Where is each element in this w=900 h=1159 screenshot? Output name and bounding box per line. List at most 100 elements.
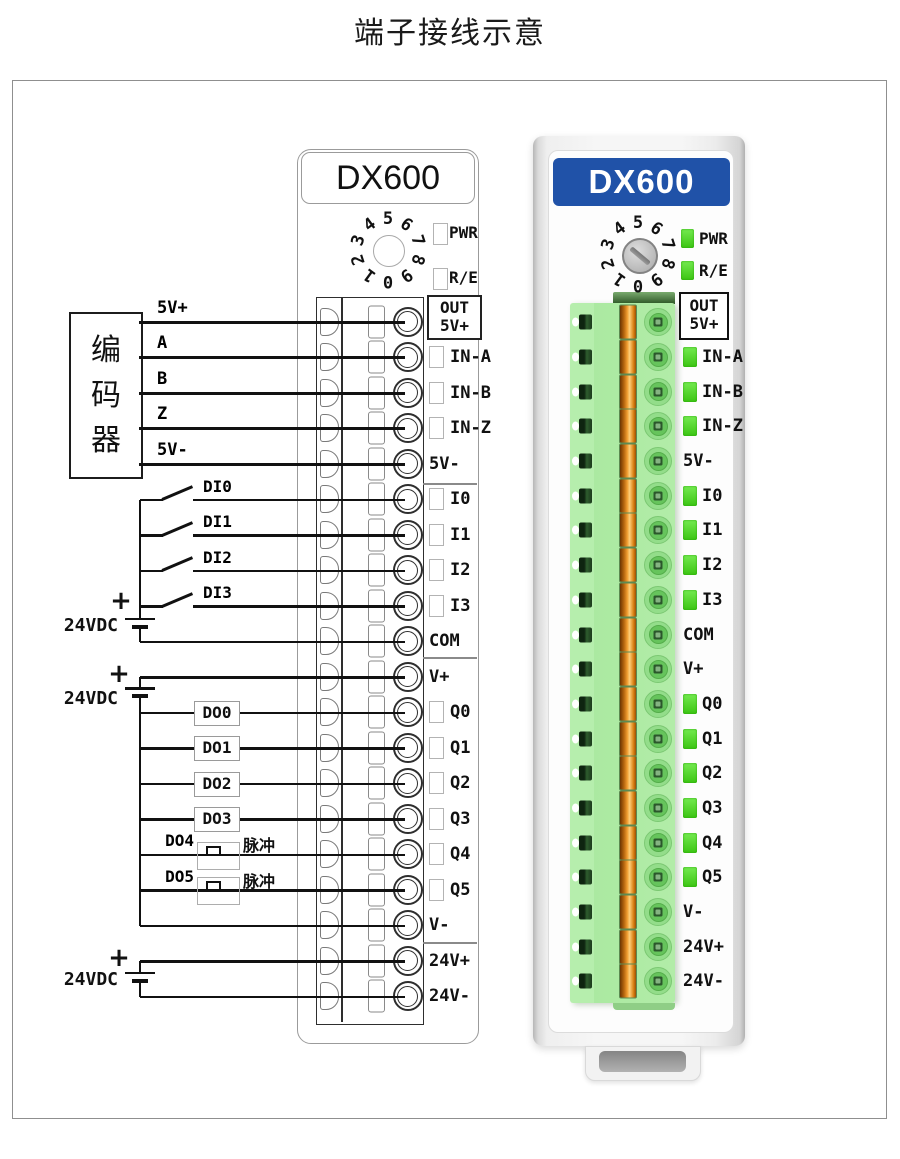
wire-dot-icon	[572, 976, 579, 986]
out-5v-line1: OUT	[440, 298, 469, 317]
terminal-row	[570, 582, 675, 618]
channel-led-indicator	[429, 488, 444, 511]
terminal-label-row: I3	[680, 583, 750, 618]
schematic-module-title: DX600	[301, 152, 475, 204]
screw-terminal	[644, 308, 672, 337]
pulse-note: 脉冲	[243, 874, 276, 891]
pulse-output-label: DO5	[165, 867, 194, 886]
rotary-digit: 5	[382, 209, 394, 229]
out-5v-line2: 5V+	[689, 314, 719, 333]
wire-segment	[193, 605, 405, 608]
terminal-label-row: I1	[427, 517, 477, 553]
screw-terminal	[644, 967, 672, 996]
copper-contact	[619, 825, 637, 861]
encoder-signal-label: Z	[157, 404, 168, 424]
wire-entry-hole	[579, 731, 592, 747]
terminal-label: I3	[450, 595, 471, 616]
wire-entry-hole	[579, 453, 592, 469]
rotary-switch-knob	[622, 238, 658, 274]
terminal-label-row: IN-A	[427, 340, 491, 376]
wire-dot-icon	[572, 872, 579, 882]
terminal-row	[570, 721, 675, 757]
copper-contact	[619, 721, 637, 757]
terminal-label: 24V-	[429, 986, 470, 1007]
rotary-digit: 0	[632, 275, 644, 295]
load-box: DO0	[194, 700, 240, 726]
screw-terminal	[644, 343, 672, 372]
encoder-signal-label: 5V+	[157, 298, 188, 318]
wire-entry-hole	[579, 627, 592, 643]
terminal-row	[570, 755, 675, 791]
din-rail-slot	[599, 1051, 686, 1072]
wire-bus	[138, 499, 142, 619]
terminal-label: IN-Z	[450, 418, 491, 439]
wire-entry-hole	[579, 800, 592, 816]
screw-slot-icon	[653, 491, 663, 501]
rotary-switch-knob	[373, 235, 405, 267]
encoder-box: 编码器	[69, 312, 143, 479]
screw-slot-icon	[653, 872, 663, 882]
channel-led-indicator	[429, 523, 444, 546]
terminal-label: IN-A	[702, 347, 743, 368]
wire-entry-hole	[579, 592, 592, 608]
wire-segment	[140, 711, 405, 714]
screw-slot-icon	[653, 942, 663, 952]
battery-short-plate	[132, 978, 148, 983]
terminal-row	[570, 374, 675, 410]
terminal-row	[570, 929, 675, 965]
terminal-label-row: COM	[427, 624, 477, 660]
terminal-block-rows	[570, 304, 675, 999]
screw-slot-icon	[653, 387, 663, 397]
terminal-label-row: Q3	[680, 791, 750, 826]
terminal-label: IN-Z	[702, 416, 743, 437]
supply-label: 24VDC	[63, 969, 118, 990]
terminal-label: V+	[429, 666, 450, 687]
screw-slot-icon	[653, 317, 663, 327]
terminal-label: Q0	[702, 693, 723, 714]
channel-led-indicator	[683, 832, 697, 853]
terminal-row	[570, 339, 675, 375]
terminal-label: Q2	[450, 773, 471, 794]
screw-slot-icon	[653, 560, 663, 570]
terminal-label-row: Q4	[427, 837, 477, 873]
wire-segment	[139, 356, 405, 359]
copper-contact	[619, 582, 637, 618]
channel-led-indicator	[683, 797, 697, 818]
re-led-label: R/E	[699, 261, 728, 280]
encoder-signal-label: A	[157, 333, 168, 353]
out-5v-box: OUT 5V+	[679, 292, 729, 340]
screw-terminal-icon	[392, 377, 423, 408]
screw-terminal	[644, 447, 672, 476]
pulse-note: 脉冲	[243, 838, 276, 855]
wire-dot-icon	[572, 907, 579, 917]
battery-short-plate	[132, 694, 148, 698]
terminal-label: Q3	[702, 797, 723, 818]
wire-bus	[138, 961, 142, 972]
wire-entry-hole	[579, 869, 592, 885]
photo-module-title: DX600	[553, 158, 730, 206]
wire-segment	[139, 463, 405, 466]
terminal-label-row: I2	[427, 553, 477, 589]
terminal-label-row: Q5	[680, 860, 750, 895]
terminal-label-row: I0	[427, 482, 477, 518]
rotary-digit: 5	[632, 213, 644, 233]
channel-led-indicator	[429, 878, 444, 901]
screw-terminal	[644, 377, 672, 406]
channel-led-indicator	[429, 559, 444, 582]
screw-terminal	[644, 932, 672, 961]
copper-contact	[619, 408, 637, 444]
supply-label: 24VDC	[63, 615, 118, 636]
terminal-label-row: IN-Z	[427, 411, 491, 447]
out-5v-box: OUT 5V+	[427, 295, 482, 340]
wire-segment	[140, 747, 405, 750]
wire-bus	[138, 628, 142, 642]
wire-entry-hole	[579, 661, 592, 677]
wire-entry-hole	[579, 314, 592, 330]
channel-led-indicator	[429, 843, 444, 866]
copper-contact	[619, 512, 637, 548]
screw-terminal	[644, 689, 672, 718]
wire-entry-hole	[579, 522, 592, 538]
wire-segment	[139, 427, 405, 430]
terminal-strip-rows	[316, 304, 423, 1014]
wire-dot-icon	[572, 525, 579, 535]
